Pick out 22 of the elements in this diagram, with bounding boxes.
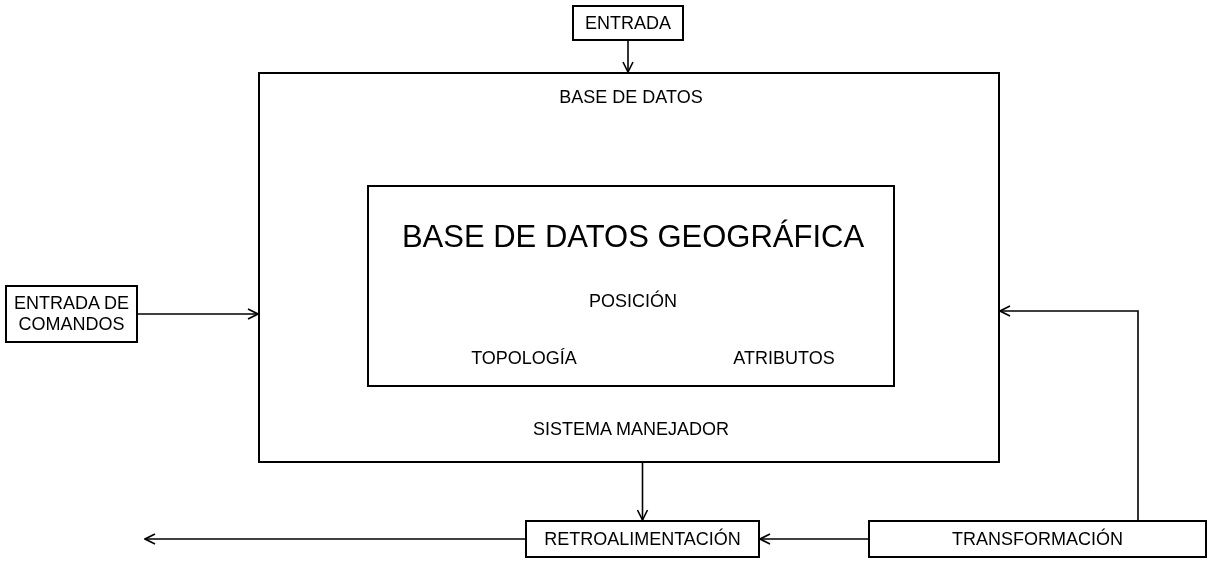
database-box (367, 185, 895, 387)
box-label: SISTEMA MANEJADOR (533, 418, 729, 440)
arrow (636, 462, 649, 521)
arrow (759, 533, 869, 545)
box-label: RETROALIMENTACIÓN (544, 528, 741, 550)
box-label: TRANSFORMACIÓN (952, 528, 1123, 550)
box-title: BASE DE DATOS (559, 86, 703, 108)
container-box (258, 72, 1000, 463)
box-title: BASE DE DATOS GEOGRÁFICA (401, 219, 865, 255)
arrow (622, 40, 634, 73)
box-label: ENTRADA (585, 12, 671, 34)
input-box (5, 285, 138, 343)
input-box (572, 5, 684, 41)
box-label: POSICIÓN (589, 290, 677, 312)
arrow (144, 533, 526, 545)
process-box (868, 520, 1207, 558)
arrow (137, 308, 259, 320)
process-box (525, 520, 760, 558)
box-label: TOPOLOGÍA (471, 347, 577, 369)
arrow (999, 305, 1139, 521)
box-label: ENTRADA DE COMANDOS (13, 293, 130, 335)
box-label: ATRIBUTOS (733, 347, 835, 369)
